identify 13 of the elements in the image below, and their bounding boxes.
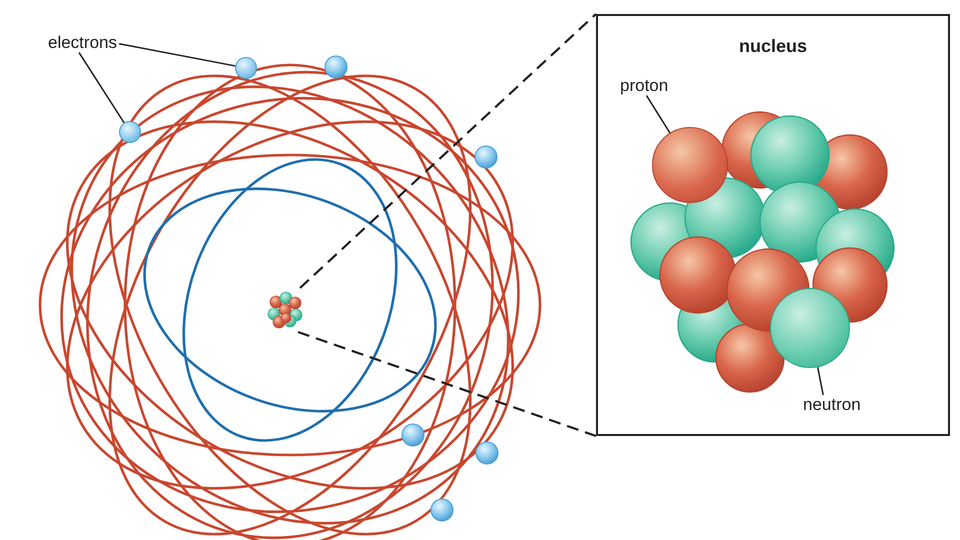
leader-line [78,52,125,124]
leader-line [816,367,824,396]
zoom-line [298,330,596,438]
leader-line [118,43,236,67]
electron-ball [119,121,141,143]
zoom-line [299,13,597,289]
callout-label: electrons [48,33,117,53]
proton-ball [652,127,728,203]
electron-ball [235,57,257,79]
callout-label: proton [620,76,668,96]
panel-title: nucleus [738,36,808,57]
callout-label: neutron [803,395,861,415]
leader-line [646,95,670,134]
